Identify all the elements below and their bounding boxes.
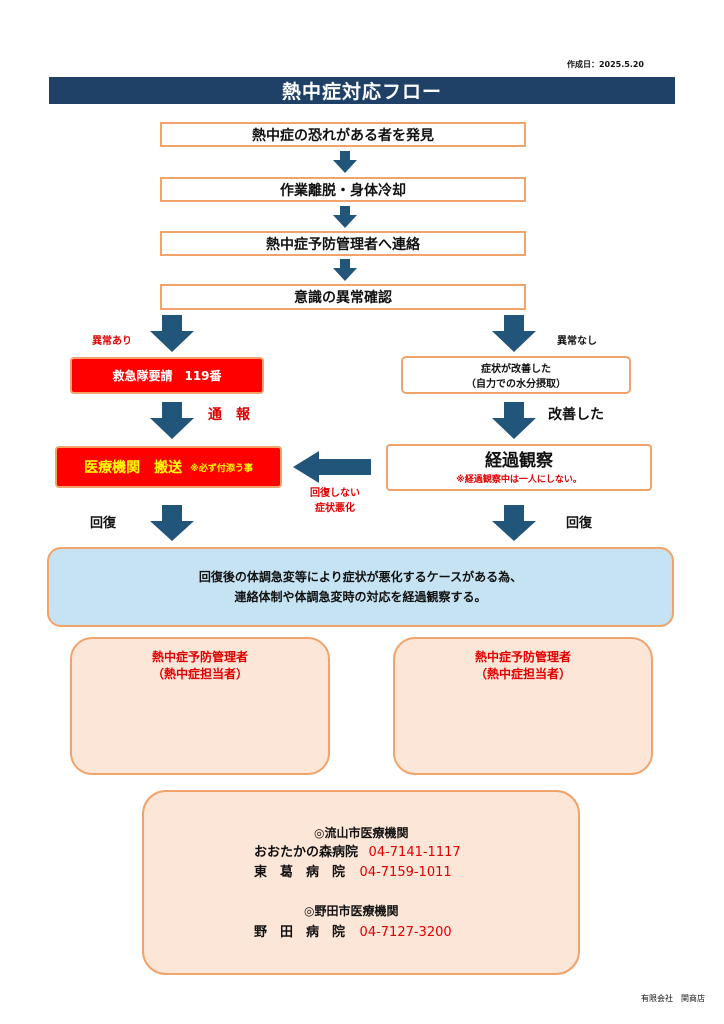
manager-title: 熱中症予防管理者 [474,650,571,664]
hospital-phone: 04-7159-1011 [359,865,452,880]
arrow-down-icon [333,259,357,281]
manager-box-right: 熱中症予防管理者 （熱中症担当者） [393,637,653,775]
manager-box-left: 熱中症予防管理者 （熱中症担当者） [70,637,330,775]
manager-subtitle: （熱中症担当者） [151,667,248,681]
arrow-down-icon [492,315,536,352]
step-discover: 熱中症の恐れがある者を発見 [160,122,526,147]
normal-label: 異常なし [557,336,597,347]
footer-company: 有限会社 関商店 [641,994,705,1003]
title-bar: 熱中症対応フロー [49,77,675,104]
arrow-down-icon [150,315,194,352]
step-contact-manager: 熱中症予防管理者へ連絡 [160,231,526,256]
no-recovery-note: 回復しない 症状悪化 [300,486,370,516]
report-label: 通 報 [208,407,250,423]
transport-box: 医療機関 搬送 ※必ず付添う事 [55,446,282,488]
no-recovery-line1: 回復しない [310,488,360,499]
hospital-box: ◎流山市医療機関 おおたかの森病院 04-7141-1117 東 葛 病 院 0… [142,790,580,975]
arrow-left-icon [293,451,371,483]
hospital-row: おおたかの森病院 04-7141-1117 [254,841,461,860]
hospital-phone: 04-7141-1117 [368,845,461,860]
improved-label: 改善した [548,407,604,423]
arrow-down-icon [492,402,536,439]
notice-line2: 連絡体制や体調急変時の対応を経過観察する。 [234,590,487,604]
step-cooling: 作業離脱・身体冷却 [160,177,526,202]
arrow-down-icon [333,206,357,228]
manager-subtitle: （熱中症担当者） [474,667,571,681]
created-date: 作成日：2025.5.20 [566,60,644,69]
recovery-label-right: 回復 [566,516,593,531]
no-recovery-line2: 症状悪化 [315,503,355,514]
hospital-phone: 04-7127-3200 [359,925,452,940]
noda-heading: ◎野田市医療機関 [304,904,399,918]
arrow-down-icon [150,402,194,439]
observation-box: 経過観察 ※経過観察中は一人にしない。 [386,444,652,491]
arrow-down-icon [492,505,536,541]
arrow-down-icon [150,505,194,541]
abnormal-label: 異常あり [92,336,132,347]
notice-box: 回復後の体調急変等により症状が悪化するケースがある為、 連絡体制や体調急変時の対… [47,547,674,627]
ambulance-label: 救急隊要請 119番 [112,369,222,383]
improved-line1: 症状が改善した [481,364,551,375]
observation-note: ※経過観察中は一人にしない。 [456,475,582,485]
hospital-name: 東 葛 病 院 [254,865,346,880]
hospital-name: 野 田 病 院 [254,925,346,940]
arrow-down-icon [333,151,357,173]
hospital-row: 野 田 病 院 04-7127-3200 [254,921,452,940]
hospital-row: 東 葛 病 院 04-7159-1011 [254,861,452,880]
recovery-label-left: 回復 [90,516,117,531]
transport-label: 医療機関 搬送 [84,460,183,476]
observation-label: 経過観察 [485,451,553,471]
ambulance-box: 救急隊要請 119番 [70,357,264,394]
transport-note: ※必ず付添う事 [190,463,253,474]
hospital-name: おおたかの森病院 [254,845,359,860]
improved-line2: （自力での水分摂取） [466,379,566,390]
page-title: 熱中症対応フロー [281,81,442,103]
step-consciousness-check: 意識の異常確認 [160,284,526,310]
improved-box: 症状が改善した （自力での水分摂取） [401,356,631,394]
notice-line1: 回復後の体調急変等により症状が悪化するケースがある為、 [198,570,523,584]
manager-title: 熱中症予防管理者 [151,650,248,664]
nagareyama-heading: ◎流山市医療機関 [314,826,409,840]
